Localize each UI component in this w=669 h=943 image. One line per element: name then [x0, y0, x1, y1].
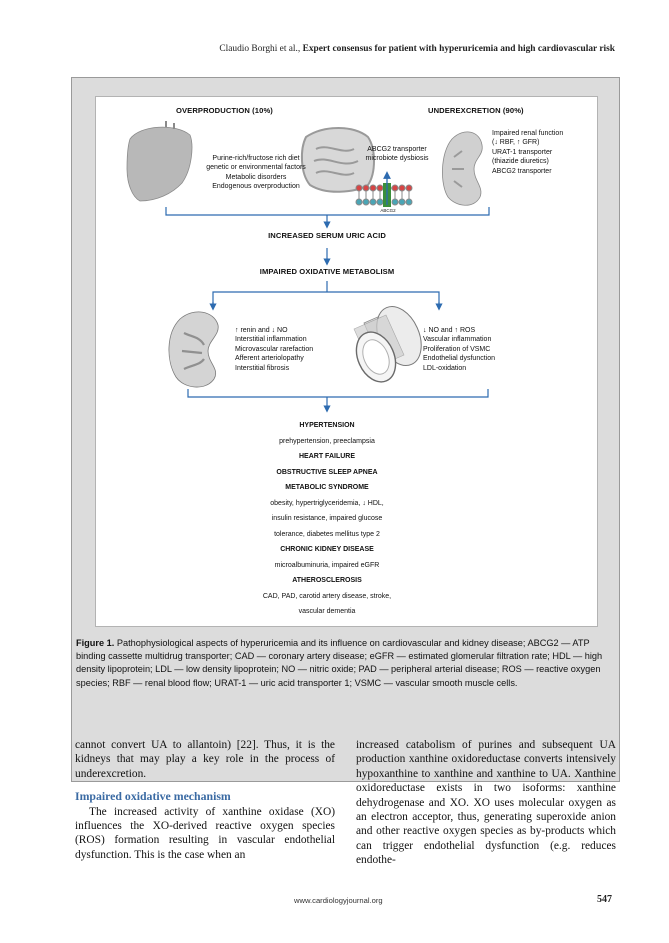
vessel-effect: Proliferation of VSMC	[423, 345, 491, 353]
outcome-metabolic-syndrome: METABOLIC SYNDROME	[285, 484, 369, 491]
outcome-sleep-apnea: OBSTRUCTIVE SLEEP APNEA	[276, 468, 378, 476]
vessel-effects-list: ↓ NO and ↑ ROS Vascular inflammation Pro…	[423, 326, 495, 373]
kidney-effect: Interstitial inflammation	[235, 336, 307, 344]
underexcretion-list: Impaired renal function (↓ RBF, ↑ GFR) U…	[492, 129, 563, 176]
kidney-effect: ↑ renin and ↓ NO	[235, 327, 288, 334]
membrane-transporter-icon	[355, 171, 413, 207]
caption-text: Pathophysiological aspects of hyperurice…	[76, 638, 603, 688]
intestine-icon	[300, 127, 375, 193]
overproduction-list: Purine-rich/fructose rich diet genetic o…	[188, 154, 324, 192]
left-column: cannot convert UA to allantoin) [22]. Th…	[75, 738, 335, 862]
underexcretion-line: ABCG2 transporter	[492, 167, 552, 175]
overproduction-line: Metabolic disorders	[225, 173, 287, 181]
kidney-effect: Microvascular rarefaction	[235, 345, 314, 353]
vessel-effect: LDL-oxidation	[423, 364, 467, 372]
outcome-detail: insulin resistance, impaired glucose	[271, 515, 383, 522]
figure-diagram	[126, 121, 490, 413]
figure-frame: OVERPRODUCTION (10%) UNDEREXCRETION (90%…	[71, 77, 620, 782]
vessel-effect: Endothelial dysfunction	[423, 355, 495, 363]
outcome-detail: tolerance, diabetes mellitus type 2	[274, 530, 380, 538]
header-authors: Claudio Borghi et al.,	[219, 44, 301, 54]
outcome-hypertension: HYPERTENSION	[299, 422, 355, 429]
gut-line: microbiote dysbiosis	[365, 155, 429, 163]
figure-caption: Figure 1. Pathophysiological aspects of …	[72, 637, 621, 690]
left-paragraph-2: The increased activity of xanthine oxida…	[75, 805, 335, 861]
membrane-label: ABCG2	[380, 208, 396, 213]
overproduction-line: genetic or environmental factors	[206, 164, 306, 172]
figure-panel: OVERPRODUCTION (10%) UNDEREXCRETION (90%…	[95, 96, 598, 627]
underexcretion-line: (thiazide diuretics)	[492, 158, 549, 166]
outcome-detail: vascular dementia	[298, 608, 356, 615]
vessel-effect: ↓ NO and ↑ ROS	[423, 327, 476, 334]
underexcretion-line: URAT-1 transporter	[492, 148, 553, 156]
blood-vessel-icon	[353, 306, 422, 383]
gut-line: ABCG2 transporter	[367, 146, 427, 153]
running-header: Claudio Borghi et al., Expert consensus …	[75, 44, 615, 54]
right-column: increased catabolism of purines and subs…	[356, 738, 616, 868]
right-paragraph: increased catabolism of purines and subs…	[356, 739, 616, 867]
caption-label: Figure 1.	[76, 638, 115, 648]
underexcretion-title: UNDEREXCRETION (90%)	[428, 106, 524, 115]
step-increased-uric-acid: INCREASED SERUM URIC ACID	[268, 231, 386, 240]
outcome-ckd: CHRONIC KIDNEY DISEASE	[280, 546, 374, 553]
page-number: 547	[597, 894, 612, 905]
kidney-effects-list: ↑ renin and ↓ NO Interstitial inflammati…	[235, 326, 313, 373]
kidney-section-icon	[168, 311, 219, 388]
kidney-effect: Afferent arteriolopathy	[235, 355, 304, 363]
overproduction-line: Endogenous overproduction	[212, 183, 300, 191]
underexcretion-line: Impaired renal function	[492, 130, 564, 137]
kidney-icon	[442, 131, 483, 206]
section-heading: Impaired oxidative mechanism	[75, 789, 231, 804]
outcomes-list: HYPERTENSION prehypertension, preeclamps…	[187, 418, 467, 620]
overproduction-line: Purine-rich/fructose rich diet	[212, 155, 300, 162]
outcome-atherosclerosis: ATHEROSCLEROSIS	[292, 577, 362, 584]
outcome-detail: obesity, hypertriglyceridemia, ↓ HDL,	[270, 499, 384, 507]
underexcretion-line: (↓ RBF, ↑ GFR)	[492, 139, 540, 147]
outcome-detail: prehypertension, preeclampsia	[279, 437, 375, 445]
overproduction-title: OVERPRODUCTION (10%)	[176, 106, 273, 115]
vessel-effect: Vascular inflammation	[423, 336, 492, 344]
outcome-detail: CAD, PAD, carotid artery disease, stroke…	[262, 592, 392, 600]
step-impaired-oxidative: IMPAIRED OXIDATIVE METABOLISM	[259, 267, 395, 276]
outcome-detail: microalbuminuria, impaired eGFR	[274, 561, 380, 569]
liver-icon	[126, 121, 193, 202]
gut-list: ABCG2 transporter microbiote dysbiosis	[352, 145, 442, 164]
left-paragraph-1: cannot convert UA to allantoin) [22]. Th…	[75, 739, 335, 780]
footer-url: www.cardiologyjournal.org	[294, 896, 383, 905]
outcome-heart-failure: HEART FAILURE	[299, 453, 355, 460]
kidney-effect: Interstitial fibrosis	[235, 364, 290, 372]
header-title: Expert consensus for patient with hyperu…	[302, 44, 615, 54]
